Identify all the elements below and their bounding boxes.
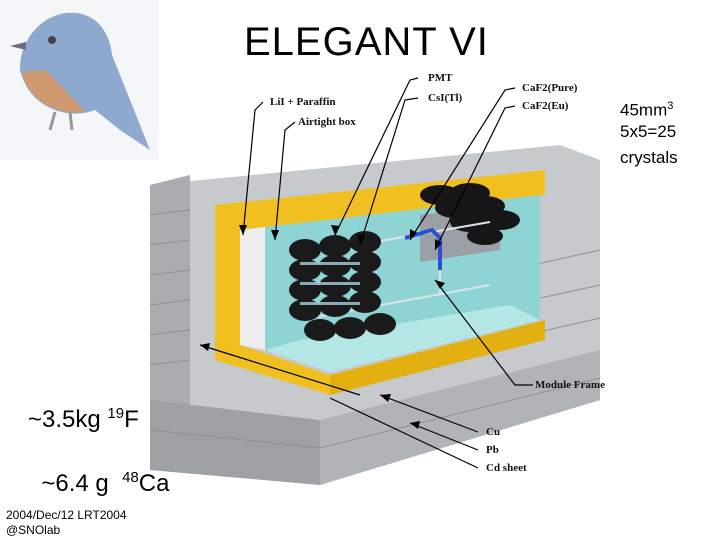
label-caf2-eu: CaF2(Eu) (522, 100, 569, 112)
calcium-mass: ~6.4 g 48Ca (41, 469, 170, 497)
crystal-array: 5x5=25 (620, 122, 677, 141)
copper-shield (215, 170, 545, 395)
crystal-unit: crystals (620, 148, 678, 167)
label-csi: CsI(Tl) (428, 92, 463, 104)
fluorine-mass: ~3.5kg 19F (28, 405, 139, 433)
label-cu: Cu (486, 426, 501, 438)
slide-title: ELEGANT VI (244, 20, 489, 64)
crystal-volume: 45mm3 (620, 100, 674, 120)
lil-paraffin-layer (240, 227, 265, 350)
caf2-eu-holder (404, 227, 442, 270)
pmt-array-front (289, 231, 396, 341)
footer-org: @SNOlab (6, 523, 61, 537)
label-pmt: PMT (428, 72, 453, 84)
label-module-frame: Module Frame (535, 379, 605, 391)
footer-date: 2004/Dec/12 LRT2004 (6, 508, 127, 522)
label-pb: Pb (486, 444, 499, 456)
label-caf2-pure: CaF2(Pure) (522, 82, 578, 94)
label-lil-paraffin: LiI + Paraffin (270, 96, 336, 108)
pmt-array-back (420, 183, 520, 245)
label-cd-sheet: Cd sheet (486, 462, 527, 474)
label-airtight-box: Airtight box (298, 116, 356, 128)
